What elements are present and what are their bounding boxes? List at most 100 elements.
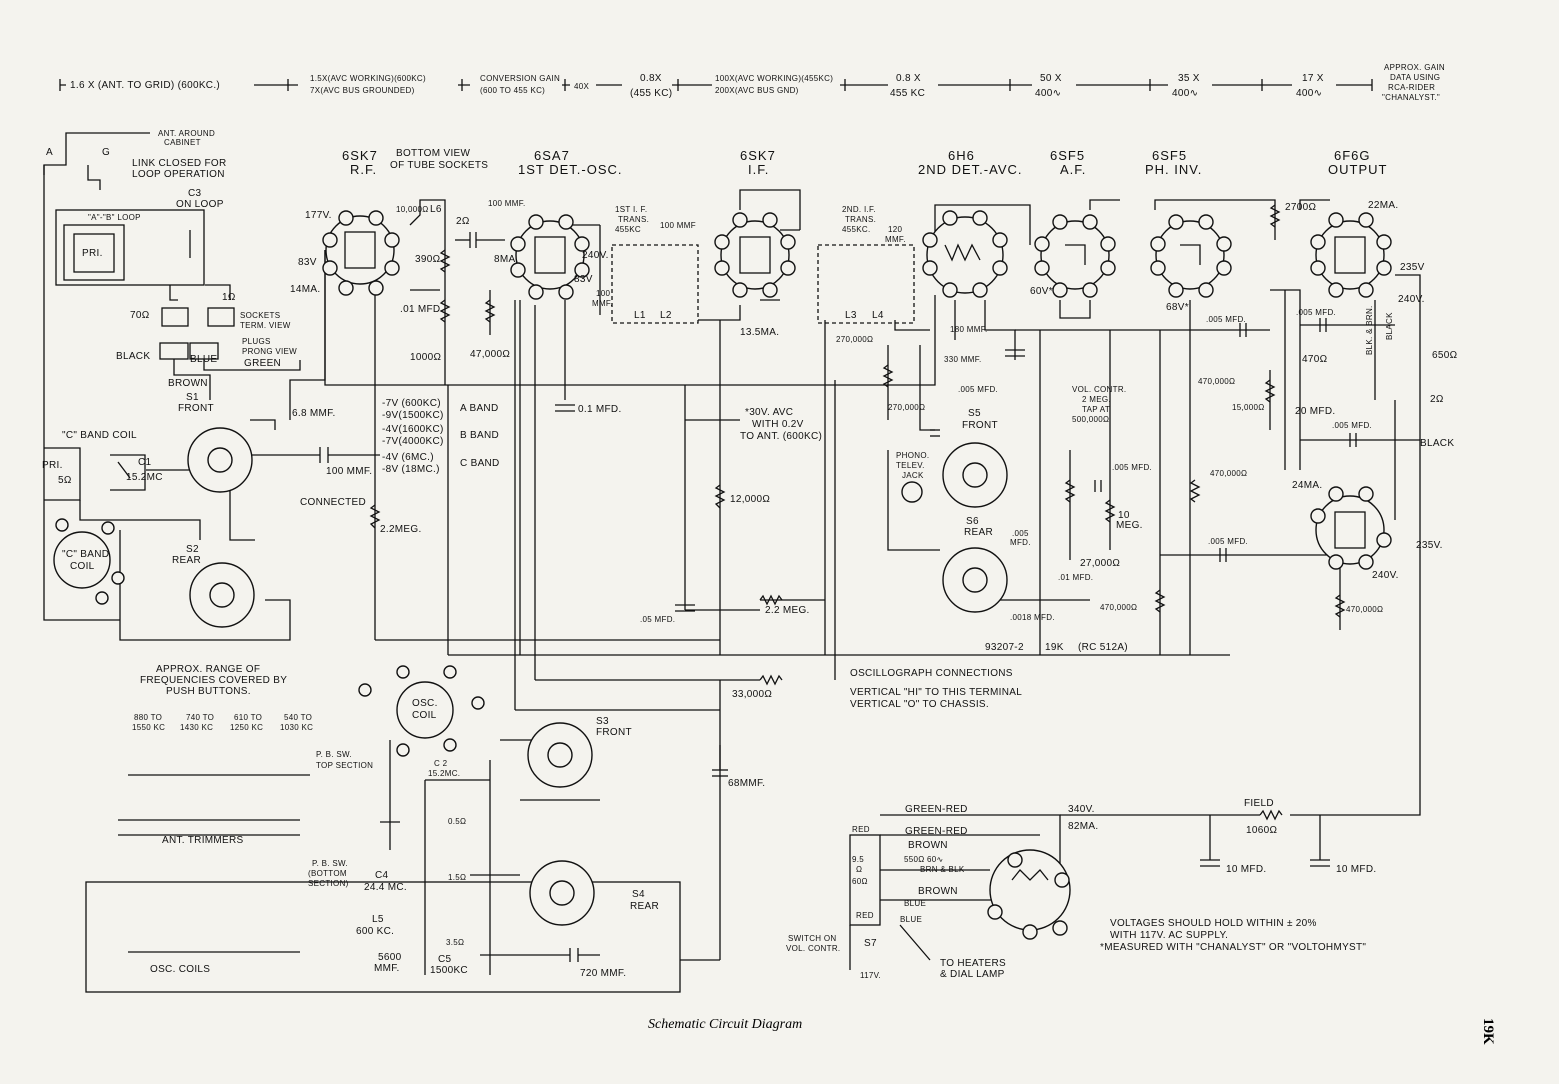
- tube-role: 2ND DET.-AVC.: [918, 162, 1023, 177]
- label-text: BLACK: [1385, 312, 1394, 340]
- gain-label: 455 KC: [890, 88, 925, 99]
- label-text: VOL. CONTR.: [1072, 385, 1126, 394]
- label-text: A: [46, 147, 53, 158]
- label-text: L4: [872, 310, 884, 321]
- phono-jack: [901, 481, 923, 503]
- gain-label: 400∿: [1035, 88, 1061, 99]
- label-text: PUSH BUTTONS.: [166, 686, 251, 697]
- label-text: 1Ω: [222, 292, 236, 303]
- label-text: *30V. AVC: [745, 407, 793, 418]
- label-text: C4: [375, 870, 389, 881]
- label-text: 117V.: [860, 971, 881, 980]
- label-text: PLUGS: [242, 337, 271, 346]
- label-text: 12,000Ω: [730, 494, 770, 505]
- label-text: 60Ω: [852, 877, 868, 886]
- label-text: 270,000Ω: [888, 403, 925, 412]
- gain-label: 200X(AVC BUS GND): [715, 86, 799, 95]
- label-text: "C" BAND: [62, 549, 109, 560]
- label-text: 240V.: [1398, 294, 1425, 305]
- label-text: .05 MFD.: [640, 615, 675, 624]
- label-text: .005 MFD.: [1208, 537, 1248, 546]
- label-text: 14MA.: [290, 284, 320, 295]
- label-text: BLACK: [116, 351, 150, 362]
- label-text: REAR: [964, 527, 993, 538]
- label-text: 5600: [378, 952, 402, 963]
- label-text: VOL. CONTR.: [786, 944, 840, 953]
- gain-note: APPROX. GAIN: [1384, 63, 1445, 72]
- label-text: BROWN: [168, 378, 208, 389]
- label-text: FRONT: [596, 727, 632, 738]
- label-text: PHONO.: [896, 451, 929, 460]
- label-text: WITH 117V. AC SUPPLY.: [1110, 930, 1228, 941]
- label-text: Ω: [856, 865, 862, 874]
- label-text: 3.5Ω: [446, 938, 464, 947]
- tube-6f6g-2: [1310, 486, 1392, 570]
- label-text: PRI.: [82, 248, 103, 259]
- label-text: 235V.: [1416, 540, 1443, 551]
- gain-note: "CHANALYST.": [1382, 93, 1440, 102]
- tube-sockets: [53, 210, 1392, 940]
- label-text: 470Ω: [1302, 354, 1328, 365]
- gain-label: 0.8 X: [896, 73, 921, 84]
- label-text: BLK. & BRN.: [1365, 305, 1374, 355]
- label-text: LINK CLOSED FOR: [132, 158, 227, 169]
- label-text: 1250 KC: [230, 723, 263, 732]
- label-text: 8MA.: [494, 254, 519, 265]
- tube-6sf5-af: [1034, 214, 1116, 298]
- label-text: 0.5Ω: [448, 817, 466, 826]
- label-text: B BAND: [460, 430, 499, 441]
- label-text: BLUE: [904, 899, 926, 908]
- osc-coil: [358, 665, 485, 757]
- label-text: .0018 MFD.: [1010, 613, 1055, 622]
- tube-6sk7-rf: [322, 210, 400, 296]
- label-text: S2: [186, 544, 199, 555]
- tube-6h6: [922, 210, 1008, 298]
- tube-type: 6SK7: [740, 148, 776, 163]
- tube-role: OUTPUT: [1328, 162, 1387, 177]
- label-text: .005 MFD.: [1296, 308, 1336, 317]
- label-text: L3: [845, 310, 857, 321]
- label-text: BLACK: [1420, 438, 1454, 449]
- label-text: FRONT: [962, 420, 998, 431]
- gain-label: 7X(AVC BUS GROUNDED): [310, 86, 415, 95]
- label-text: S7: [864, 938, 877, 949]
- label-text: -8V (18MC.): [382, 464, 440, 475]
- label-text: 1.5Ω: [448, 873, 466, 882]
- label-text: -4V(1600KC): [382, 424, 444, 435]
- label-text: 15.2MC: [126, 472, 163, 483]
- label-text: G: [102, 147, 110, 158]
- switch-s1: [187, 427, 253, 493]
- tube-type: 6H6: [948, 148, 975, 163]
- label-text: -9V(1500KC): [382, 410, 444, 421]
- label-text: MEG.: [1116, 520, 1143, 531]
- label-text: .01 MFD.: [400, 304, 444, 315]
- switch-s4: [529, 860, 595, 926]
- label-text: A BAND: [460, 403, 498, 414]
- label-text: 1430 KC: [180, 723, 213, 732]
- label-text: L1: [634, 310, 646, 321]
- label-text: 740 TO: [186, 713, 214, 722]
- label-text: 455KC: [615, 225, 641, 234]
- labels: ANT. AROUND CABINET A G LINK CLOSED FOR …: [42, 129, 1457, 980]
- label-text: 6.8 MMF.: [292, 408, 336, 419]
- label-text: .005 MFD.: [1332, 421, 1372, 430]
- label-text: 330 MMF.: [944, 355, 982, 364]
- label-text: VERTICAL "HI" TO THIS TERMINAL: [850, 687, 1022, 698]
- tube-6sa7: [510, 214, 590, 300]
- label-text: 120: [888, 225, 902, 234]
- label-text: 70Ω: [130, 310, 150, 321]
- wiring: [43, 132, 1421, 993]
- label-text: C5: [438, 954, 452, 965]
- label-text: GREEN: [244, 358, 281, 369]
- tube-role: A.F.: [1060, 162, 1086, 177]
- gain-label: 40X: [574, 82, 589, 91]
- gain-label: 400∿: [1296, 88, 1322, 99]
- gain-label: 50 X: [1040, 73, 1062, 84]
- label-text: -7V (600KC): [382, 398, 441, 409]
- label-text: 100: [596, 289, 610, 298]
- label-text: .005 MFD.: [958, 385, 998, 394]
- label-text: P. B. SW.: [316, 750, 352, 759]
- tube-6sk7-if: [714, 212, 796, 298]
- gain-label: 0.8X: [640, 73, 662, 84]
